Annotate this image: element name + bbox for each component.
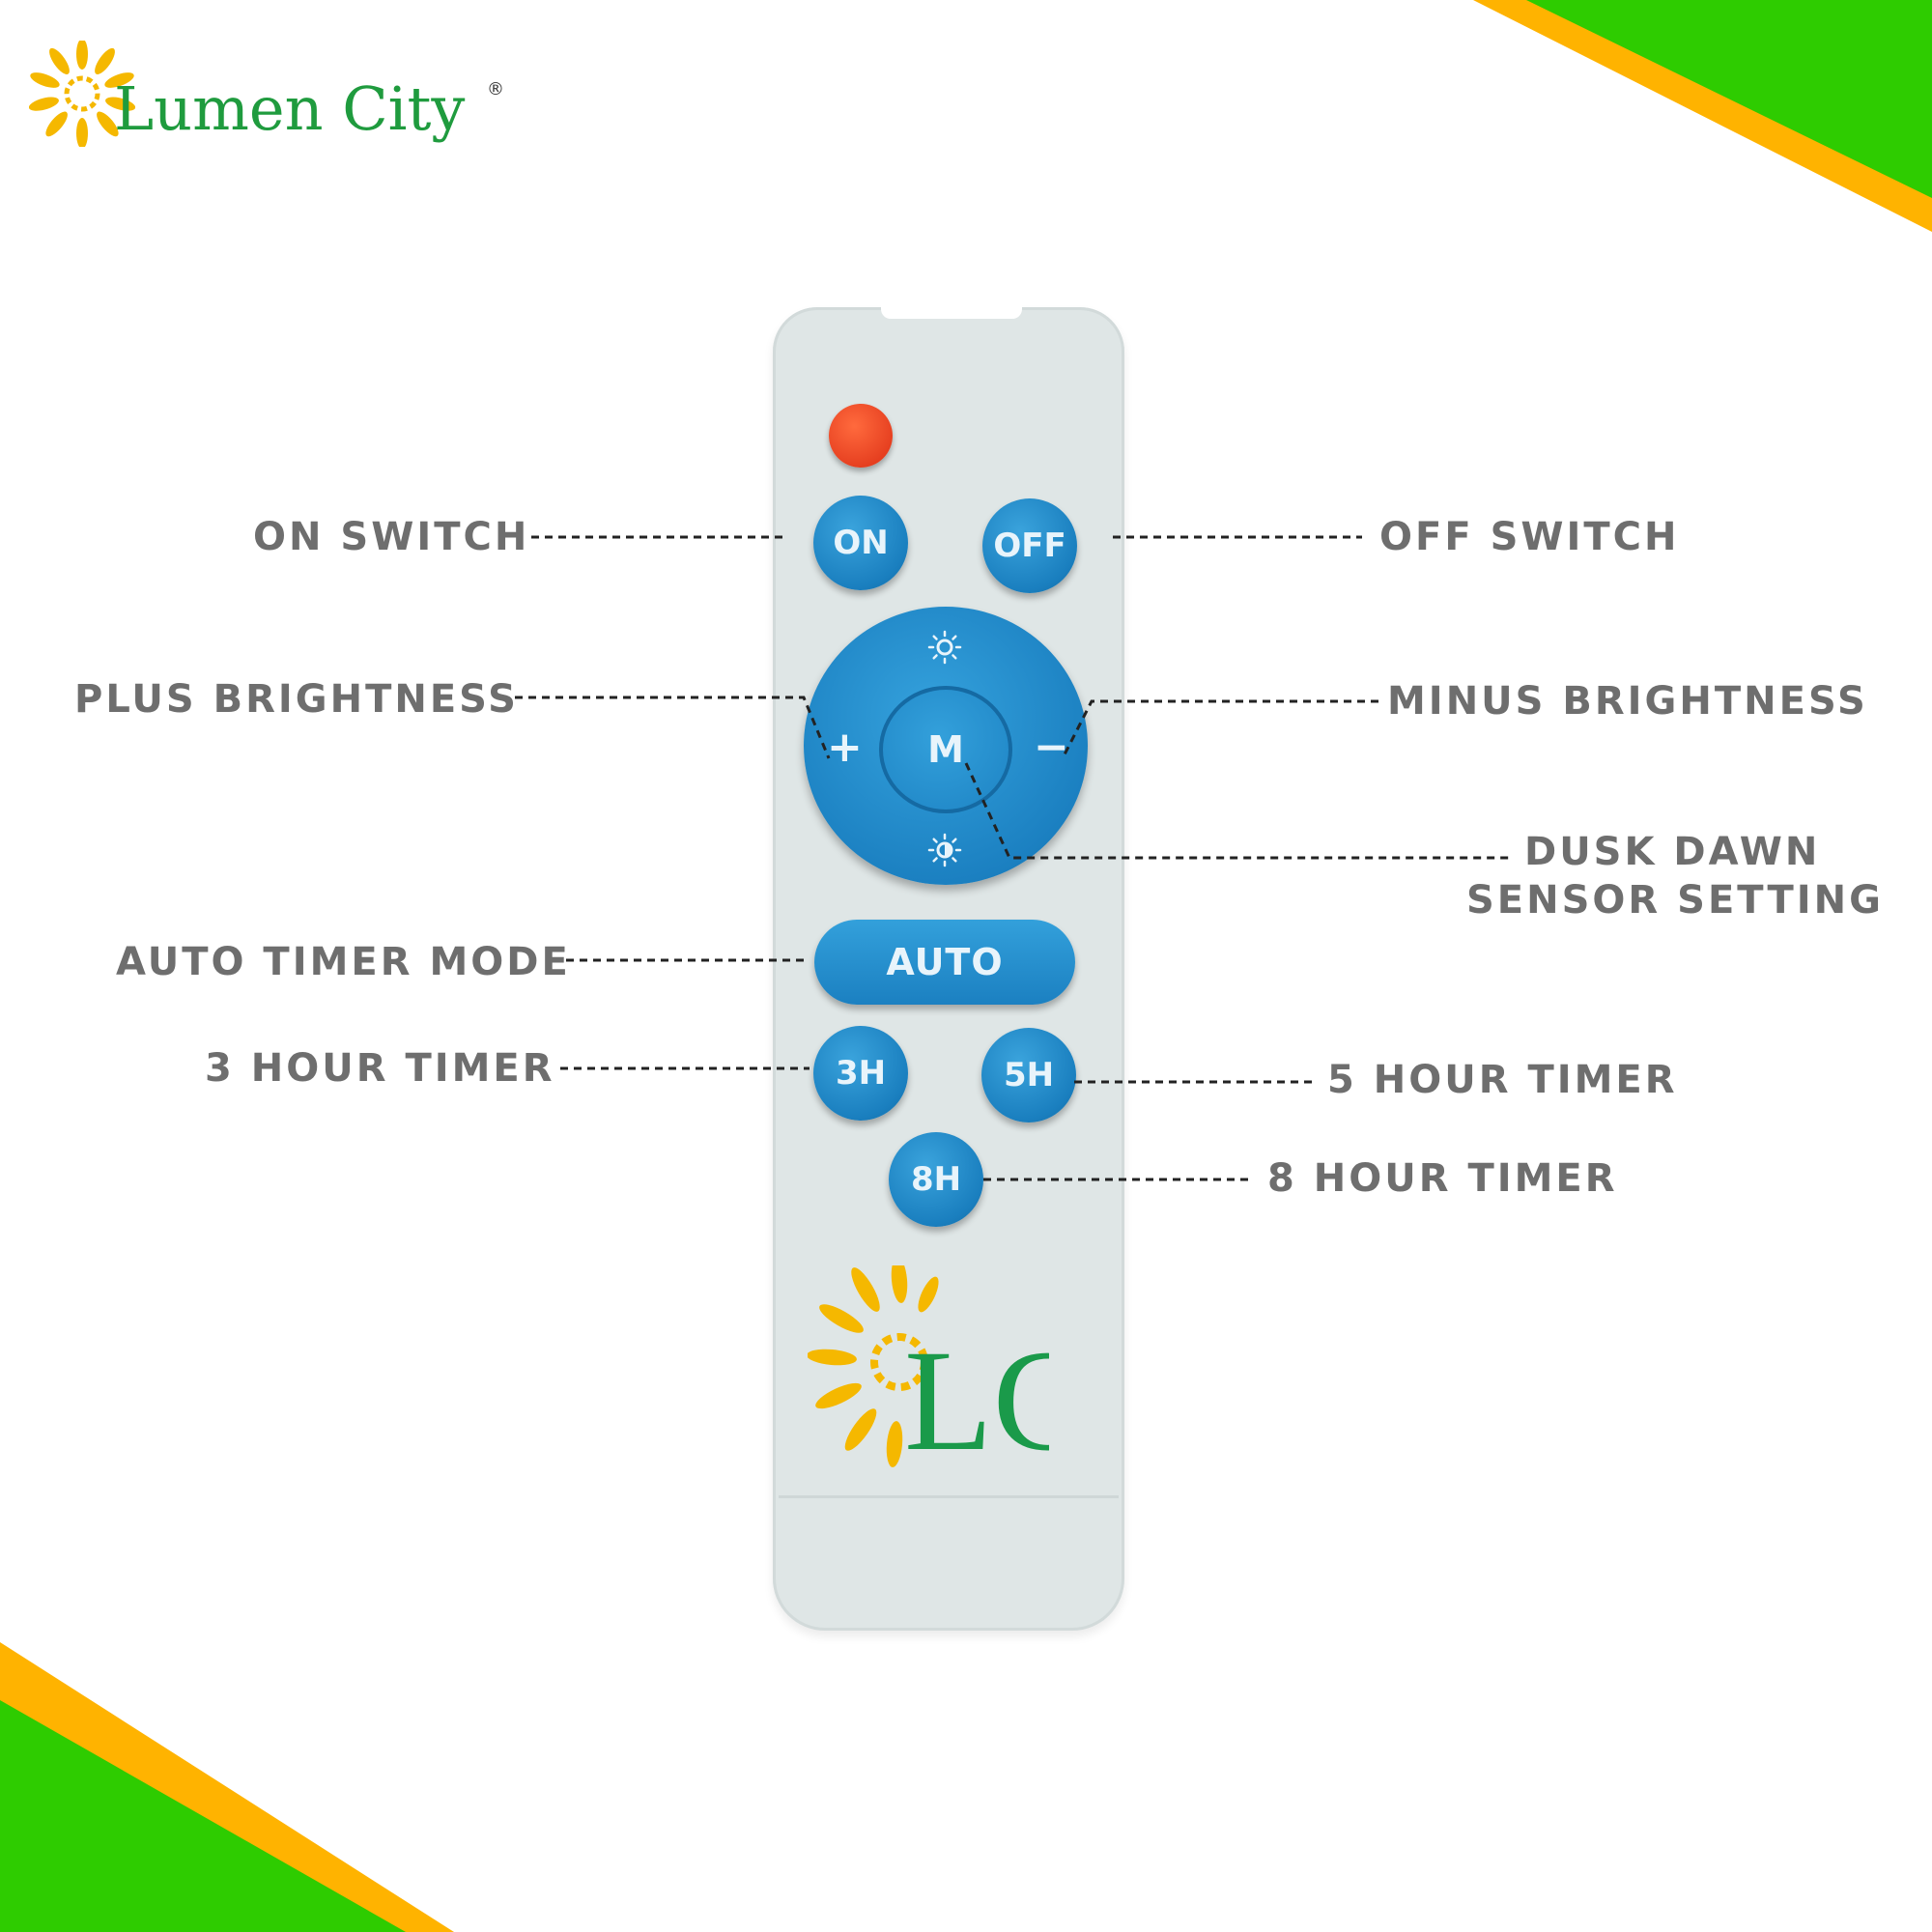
label-auto-timer: AUTO TIMER MODE xyxy=(116,940,571,984)
plus-brightness-key[interactable]: + xyxy=(827,723,863,772)
label-plus-brightness: PLUS BRIGHTNESS xyxy=(74,677,519,722)
registered-mark: ® xyxy=(487,79,504,99)
label-on-switch: ON SWITCH xyxy=(253,515,530,559)
off-button[interactable]: OFF xyxy=(982,498,1077,593)
remote-battery-seam xyxy=(779,1495,1119,1498)
top-right-green-stripe xyxy=(1526,0,1932,198)
brand-name: Lumen City xyxy=(114,73,466,144)
minus-brightness-key[interactable]: − xyxy=(1034,723,1069,772)
sun-icon xyxy=(927,630,962,665)
brand-header: Lumen City ® xyxy=(29,41,504,156)
lc-logo-letters: LC xyxy=(904,1321,1049,1481)
on-button[interactable]: ON xyxy=(813,496,908,590)
label-dusk-dawn-line1: DUSK DAWN xyxy=(1524,830,1821,874)
leader-dusk-dawn xyxy=(964,762,1512,860)
8h-button[interactable]: 8H xyxy=(889,1132,983,1227)
power-button[interactable] xyxy=(829,404,893,468)
bottom-left-green-stripe xyxy=(0,1700,406,1932)
lc-logo-icon: LC xyxy=(808,1265,1049,1481)
label-off-switch: OFF SWITCH xyxy=(1379,515,1680,559)
label-minus-brightness: MINUS BRIGHTNESS xyxy=(1387,679,1868,724)
remote-top-notch xyxy=(881,303,1022,319)
leader-minus xyxy=(1061,699,1378,759)
mode-button[interactable]: M xyxy=(879,686,1012,813)
label-3-hour: 3 HOUR TIMER xyxy=(205,1046,555,1091)
auto-button[interactable]: AUTO xyxy=(814,920,1075,1005)
label-dusk-dawn-line2: SENSOR SETTING xyxy=(1466,878,1884,923)
label-5-hour: 5 HOUR TIMER xyxy=(1327,1058,1678,1102)
leader-plus xyxy=(515,696,831,759)
half-sun-icon xyxy=(927,833,962,867)
sun-logo-icon xyxy=(29,41,135,147)
5h-button[interactable]: 5H xyxy=(981,1028,1076,1122)
3h-button[interactable]: 3H xyxy=(813,1026,908,1121)
label-8-hour: 8 HOUR TIMER xyxy=(1267,1156,1618,1201)
